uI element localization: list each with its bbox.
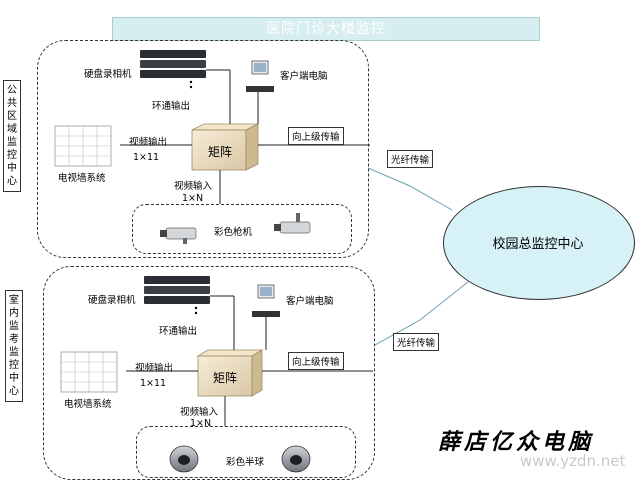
camera-group-exam [136, 426, 356, 478]
dvr-stack-2 [144, 276, 210, 315]
connections-1 [120, 69, 370, 204]
campus-center-ellipse [443, 186, 635, 300]
video-input-label-2: 视频输入 [180, 407, 219, 418]
client-pc-label-1: 客户端电脑 [280, 71, 328, 82]
matrix-label-1: 矩阵 [208, 145, 233, 159]
camera-label-1: 彩色枪机 [214, 227, 253, 238]
dome-camera-2a [169, 445, 199, 473]
dome-camera-2b [281, 445, 311, 473]
camera-label-2: 彩色半球 [226, 457, 265, 468]
watermark-text: 薛店亿众电脑 [438, 429, 595, 455]
dvr-stack-1 [140, 50, 206, 89]
ratio-output-label-1: 1×11 [133, 152, 160, 163]
region-public-monitoring [37, 40, 369, 258]
ratio-input-label-2: 1×N [190, 418, 212, 429]
diagram-title: 医院门诊大楼监控 [112, 17, 540, 41]
side-label-public: 公共区域监控中心 [3, 80, 21, 192]
tv-wall-label-2: 电视墙系统 [64, 399, 112, 410]
fiber-label-top: 光纤传输 [387, 150, 434, 168]
loop-output-label-2: 环通输出 [159, 326, 198, 337]
dvr-label-1: 硬盘录相机 [84, 69, 132, 80]
video-output-label-2: 视频输出 [135, 363, 174, 374]
ratio-input-label-1: 1×N [182, 193, 204, 204]
uplink-label-1: 向上级传输 [288, 127, 344, 145]
camera-group-public [132, 204, 352, 254]
video-input-label-1: 视频输入 [174, 181, 213, 192]
client-computer-1 [246, 60, 274, 92]
ratio-output-label-2: 1×11 [140, 378, 167, 389]
matrix-label-2: 矩阵 [213, 371, 238, 385]
tv-wall-label-1: 电视墙系统 [58, 173, 106, 184]
fiber-links [367, 167, 469, 346]
video-output-label-1: 视频输出 [129, 137, 168, 148]
client-computer-2 [252, 284, 280, 317]
bullet-camera-1a [160, 227, 197, 244]
watermark-url: www.yzdn.net [520, 452, 626, 470]
fiber-label-bottom: 光纤传输 [393, 333, 440, 351]
connections-2 [126, 295, 373, 426]
dvr-label-2: 硬盘录相机 [88, 295, 136, 306]
tv-wall-1 [54, 125, 112, 167]
campus-center-label: 校园总监控中心 [492, 237, 584, 252]
tv-wall-2 [60, 351, 118, 393]
uplink-label-2: 向上级传输 [288, 352, 344, 370]
side-label-exam: 室内监考监控中心 [5, 290, 23, 402]
client-pc-label-2: 客户端电脑 [286, 296, 334, 307]
bullet-camera-1b [274, 213, 311, 234]
loop-output-label-1: 环通输出 [152, 101, 191, 112]
matrix-switch-1 [191, 123, 259, 171]
